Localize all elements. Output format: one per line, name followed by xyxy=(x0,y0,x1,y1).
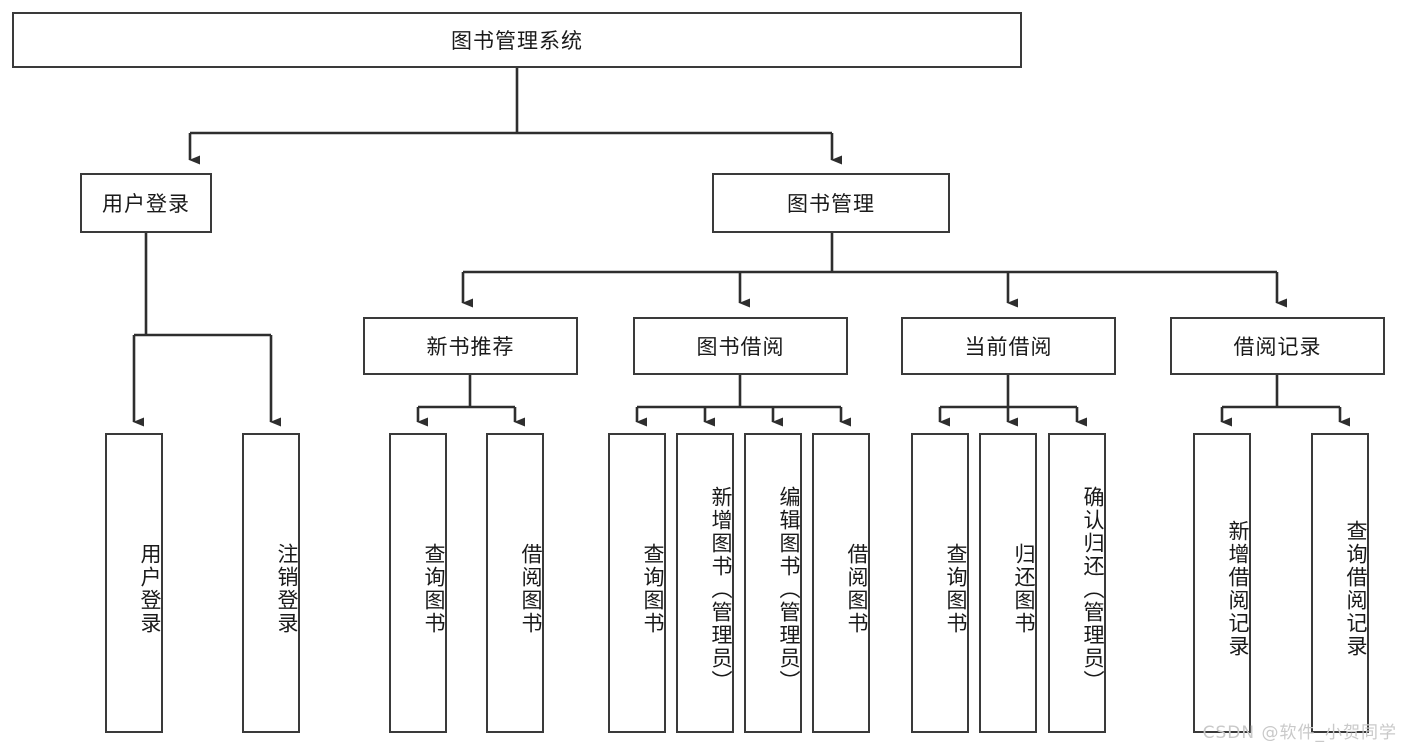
node-leaf-edit-book[interactable]: 编辑图书（管理员） xyxy=(744,433,802,733)
node-new-book-rec[interactable]: 新书推荐 xyxy=(363,317,578,375)
node-book-manage[interactable]: 图书管理 xyxy=(712,173,950,233)
node-leaf-add-record[interactable]: 新增借阅记录 xyxy=(1193,433,1251,733)
node-leaf-return-book[interactable]: 归还图书 xyxy=(979,433,1037,733)
node-root[interactable]: 图书管理系统 xyxy=(12,12,1022,68)
node-leaf-user-logout[interactable]: 注销登录 xyxy=(242,433,300,733)
node-borrow-record[interactable]: 借阅记录 xyxy=(1170,317,1385,375)
node-leaf-borrow-book-1[interactable]: 借阅图书 xyxy=(486,433,544,733)
node-leaf-query-record[interactable]: 查询借阅记录 xyxy=(1311,433,1369,733)
node-leaf-confirm-return[interactable]: 确认归还（管理员） xyxy=(1048,433,1106,733)
node-leaf-user-login[interactable]: 用户登录 xyxy=(105,433,163,733)
watermark: CSDN @软件_小贺同学 xyxy=(1202,723,1397,743)
node-leaf-query-book-1[interactable]: 查询图书 xyxy=(389,433,447,733)
node-leaf-query-book-2[interactable]: 查询图书 xyxy=(608,433,666,733)
node-leaf-query-book-3[interactable]: 查询图书 xyxy=(911,433,969,733)
node-leaf-add-book[interactable]: 新增图书（管理员） xyxy=(676,433,734,733)
node-leaf-borrow-book-2[interactable]: 借阅图书 xyxy=(812,433,870,733)
node-book-borrow[interactable]: 图书借阅 xyxy=(633,317,848,375)
node-current-borrow[interactable]: 当前借阅 xyxy=(901,317,1116,375)
node-user-login[interactable]: 用户登录 xyxy=(80,173,212,233)
